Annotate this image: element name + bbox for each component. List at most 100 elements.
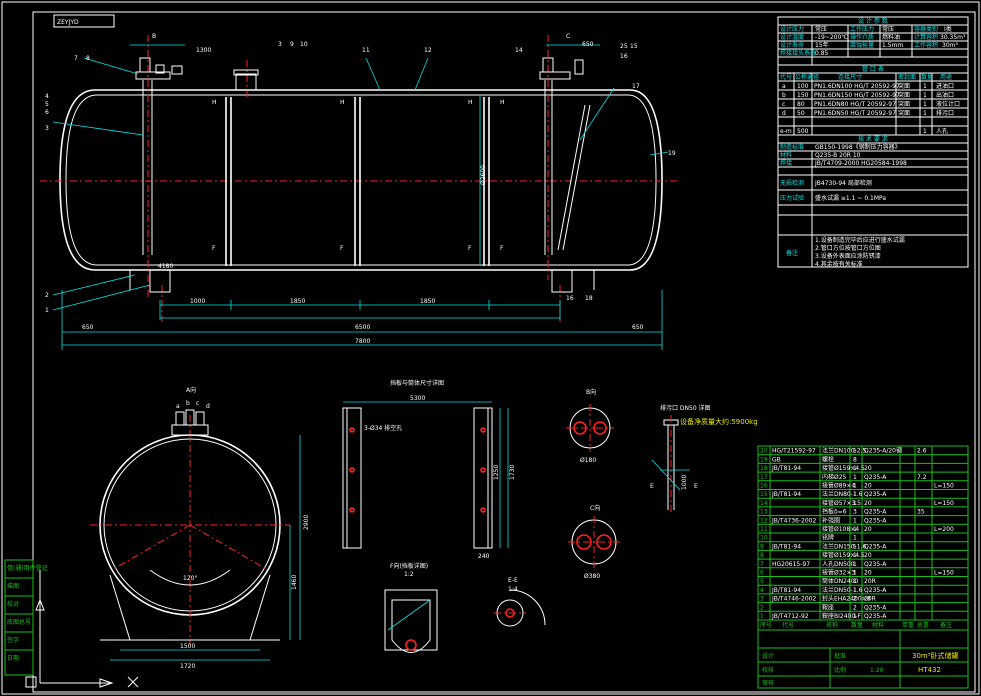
nozzle-r3-c5: 排污口 bbox=[936, 109, 954, 117]
parts-row-cell: 8 bbox=[853, 456, 857, 463]
nozzle-r3-c4: 1 bbox=[923, 110, 927, 117]
tech-r3-v: JB4730-94 局部检测 bbox=[814, 179, 872, 187]
parts-row-cell: JB/T81-94 bbox=[771, 465, 801, 472]
nozzle-r0-c1: 100 bbox=[797, 83, 809, 90]
section-H-3: H bbox=[468, 99, 473, 106]
ucs-axis-icon bbox=[25, 570, 139, 688]
nozzle-r1-c1: 150 bbox=[797, 92, 809, 99]
pipe-detail-E1: E bbox=[650, 483, 654, 490]
tb-cell-4: 比例 bbox=[834, 666, 846, 674]
parts-row-cell: 15 bbox=[760, 491, 768, 498]
design-r0-c2: 工作压力 bbox=[850, 25, 874, 33]
parts-row-cell: 1 bbox=[853, 491, 857, 498]
tech-r3-k: 无损检测 bbox=[780, 179, 804, 187]
parts-row-cell: 1 bbox=[853, 535, 857, 542]
main-dim-650-top: 650 bbox=[582, 41, 594, 48]
tech-r2-k: 焊接 bbox=[780, 159, 792, 167]
parts-row-cell: 1 bbox=[853, 526, 857, 533]
nozzle-r0-c3: 突面 bbox=[898, 82, 910, 90]
parts-row-cell: 18 bbox=[760, 465, 768, 472]
nozzle-r2-c2: PN1.6DN80 HG/T 20592-97 bbox=[814, 101, 896, 108]
view-c-title: C向 bbox=[590, 504, 600, 512]
tech-r4-k: 压力试验 bbox=[780, 194, 804, 202]
margin-2: 校对 bbox=[7, 600, 19, 608]
parts-row-cell: Q235-A bbox=[864, 509, 887, 516]
parts-row-cell: 14 bbox=[760, 500, 768, 507]
parts-row-cell: 20 bbox=[864, 570, 872, 577]
main-dim-1850-a: 1850 bbox=[290, 298, 305, 305]
parts-row-cell: 35 bbox=[917, 509, 925, 516]
parts-row-cell: 20R bbox=[864, 596, 876, 603]
baffle-dim-240: 240 bbox=[478, 553, 490, 560]
parts-row-cell: 3 bbox=[760, 596, 764, 603]
parts-row-cell: L=150 bbox=[934, 483, 954, 490]
main-label-3-top: 3 bbox=[278, 41, 282, 48]
parts-row-cell: 鞍座BI2400-F bbox=[822, 612, 861, 620]
design-r0-c4: 容器类别 bbox=[914, 25, 938, 33]
baffle-dim-5300: 5300 bbox=[410, 395, 425, 402]
parts-row-cell: 接管Ø159×4.5 bbox=[822, 551, 865, 559]
title-block-drawing-no: HT432 bbox=[918, 666, 941, 674]
parts-hdr-0: 序号 bbox=[760, 621, 772, 629]
parts-row-cell: Q235-A bbox=[864, 543, 887, 550]
parts-row-cell: 20 bbox=[864, 483, 872, 490]
margin-0: 借(通)用件登记 bbox=[7, 564, 48, 572]
side-view-title: A向 bbox=[186, 386, 196, 394]
nozzle-r3-c2: PN1.6DN50 HG/T 20592-97 bbox=[814, 110, 896, 117]
parts-row-cell: Q235-A bbox=[864, 474, 887, 481]
main-dim-7800: 7800 bbox=[355, 338, 370, 345]
parts-row-cell: 1 bbox=[853, 578, 857, 585]
parts-row-cell: 8 bbox=[760, 552, 764, 559]
nozzle-col-2: 连接尺寸 bbox=[838, 73, 862, 81]
parts-row-cell: 9 bbox=[760, 543, 764, 550]
side-dim-2900: 2900 bbox=[303, 515, 310, 530]
main-dim-1000: 1000 bbox=[190, 298, 205, 305]
parts-row-cell: Q235-A bbox=[864, 587, 887, 594]
parts-row-cell: 1 bbox=[760, 613, 764, 620]
design-table-header: 设 计 参 数 bbox=[858, 17, 888, 25]
parts-row-cell: 20R bbox=[864, 578, 876, 585]
side-angle: 120° bbox=[183, 575, 197, 582]
nozzle-r3-c1: 50 bbox=[797, 110, 805, 117]
nozzle-r0-c2: PN1.6DN100 HG/T 20592-97 bbox=[814, 83, 900, 90]
parts-row-cell: L=150 bbox=[934, 570, 954, 577]
parts-row-cell: 接管Ø89×4 bbox=[822, 482, 855, 490]
parts-row-cell: 人孔DN500 bbox=[822, 560, 855, 568]
parts-row-cell: 法兰DN150-1.6 bbox=[822, 542, 866, 550]
parts-row-cell: 1 bbox=[853, 448, 857, 455]
pipe-detail-E2: E bbox=[694, 483, 698, 490]
parts-row-cell: JB/T4746-2002 bbox=[771, 596, 816, 603]
main-label-4: 4 bbox=[45, 93, 49, 100]
section-F-4: F bbox=[500, 245, 504, 252]
section-F-3: F bbox=[468, 245, 472, 252]
section-F-1: F bbox=[212, 245, 216, 252]
parts-hdr-7: 备注 bbox=[940, 621, 952, 629]
nozzle-r0-c0: a bbox=[782, 83, 786, 90]
parts-row-cell: Q235-A bbox=[864, 517, 887, 524]
nozzle-r2-c5: 液位计口 bbox=[936, 100, 960, 108]
drawing-tag: ZEYJYD bbox=[57, 19, 79, 26]
nozzle-r1-c2: PN1.6DN150 HG/T 20592-97 bbox=[814, 92, 900, 99]
main-dim-6500: 6500 bbox=[355, 324, 370, 331]
main-label-15: 15 bbox=[630, 43, 638, 50]
parts-row-cell: 1 bbox=[853, 613, 857, 620]
parts-row-cell: HG/T21592-97 bbox=[772, 448, 816, 455]
design-r2-c0: 设计寿命 bbox=[780, 41, 804, 49]
tb-cell-3: 批准 bbox=[834, 652, 846, 660]
ee-scale: 1:4 bbox=[508, 586, 518, 593]
parts-row-cell: 20 bbox=[760, 448, 768, 455]
nozzle-r4-c1: 500 bbox=[797, 128, 809, 135]
main-label-12: 12 bbox=[424, 47, 432, 54]
nozzle-r1-c3: 突面 bbox=[898, 91, 910, 99]
section-H-2: H bbox=[340, 99, 345, 106]
main-dim-4180: 4180 bbox=[158, 263, 173, 270]
parts-hdr-3: 数量 bbox=[851, 621, 863, 629]
parts-row-cell: HG20615-97 bbox=[772, 561, 810, 568]
tech-r1-v: Q235-B 20R 10 bbox=[815, 152, 861, 159]
main-label-3: 3 bbox=[45, 125, 49, 132]
parts-row-cell: 挡板δ=6 bbox=[822, 508, 847, 516]
parts-row-cell: 1 bbox=[853, 474, 857, 481]
side-view-a bbox=[90, 409, 301, 661]
parts-row-cell: 法兰DN80-1.6 bbox=[822, 490, 863, 498]
view-c bbox=[568, 516, 620, 568]
